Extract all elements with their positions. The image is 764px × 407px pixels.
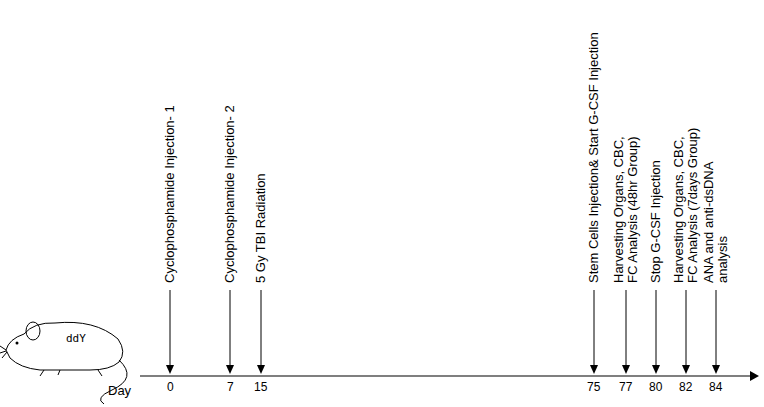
axis-arrowhead	[750, 371, 759, 381]
day-number: 82	[679, 381, 692, 394]
event-label: Harvesting Organs, CBC, FC Analysis (48h…	[612, 123, 641, 283]
event-arrows	[170, 290, 716, 366]
event-label: ANA and anti-dsDNA analysis	[702, 123, 731, 283]
time-axis	[140, 375, 752, 376]
day-number: 84	[709, 381, 722, 394]
day-number: 75	[587, 381, 600, 394]
day-number: 0	[167, 381, 174, 394]
day-number: 77	[619, 381, 632, 394]
event-label: 5 Gy TBI Radiation	[254, 173, 268, 283]
axis-title: Day	[108, 384, 131, 398]
event-label: Stop G-CSF Injection	[649, 160, 663, 283]
event-arrowheads	[166, 365, 720, 374]
mouse-illustration	[0, 322, 127, 404]
mouse-eye	[16, 342, 19, 345]
event-label: Cyclophosphamide Injection- 2	[223, 105, 237, 283]
strain-label: ddY	[66, 333, 86, 345]
event-label: Harvesting Organs, CBC, FC Analysis (7da…	[672, 123, 701, 283]
event-label: Cyclophosphamide Injection- 1	[163, 105, 177, 283]
event-label: Stem Cells Injection& Start G-CSF Inject…	[587, 32, 601, 283]
day-number: 7	[227, 381, 234, 394]
day-number: 15	[254, 381, 267, 394]
day-number: 80	[649, 381, 662, 394]
